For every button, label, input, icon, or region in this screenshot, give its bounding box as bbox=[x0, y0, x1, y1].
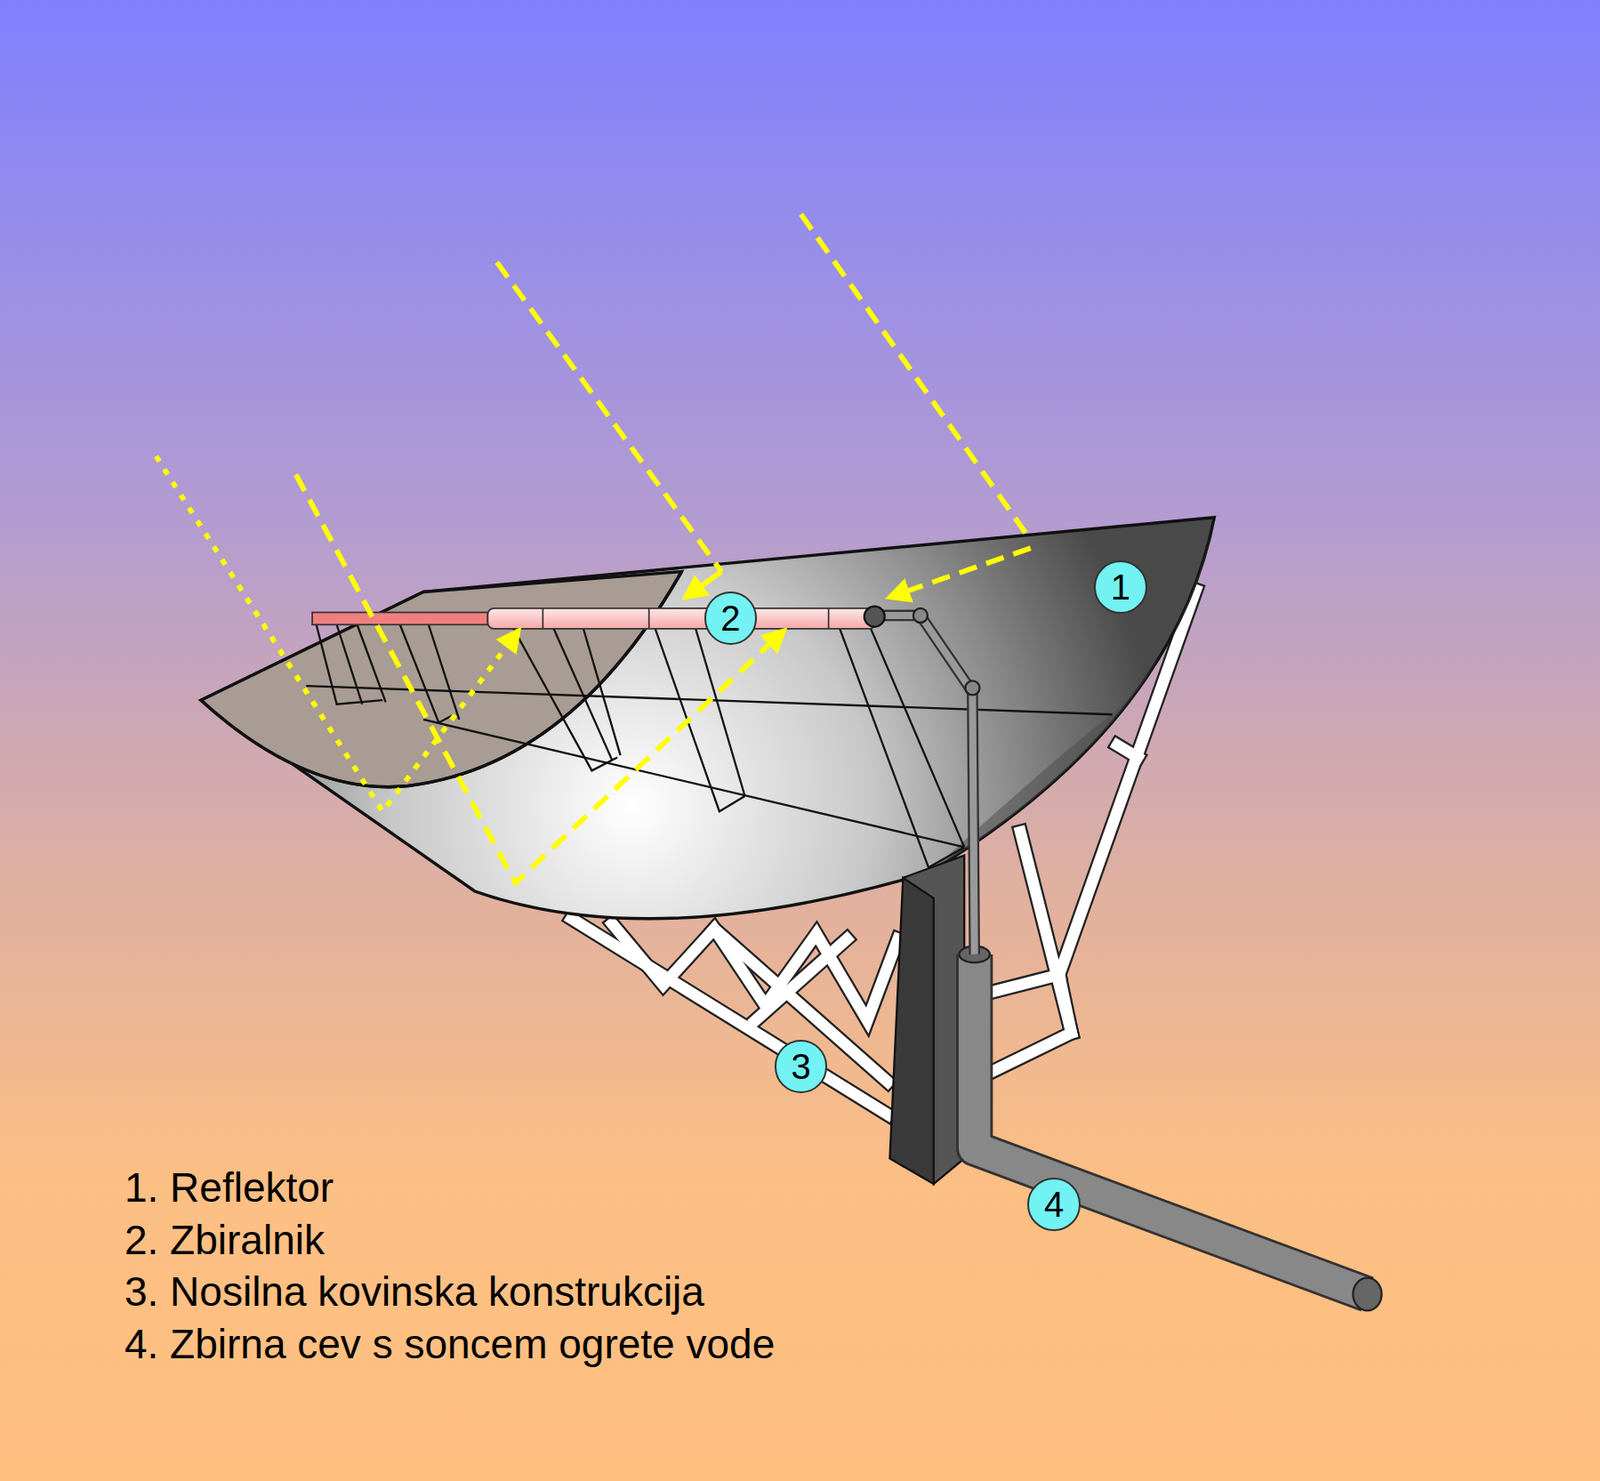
callout-number: 2 bbox=[704, 591, 758, 645]
callout-number: 4 bbox=[1027, 1177, 1081, 1231]
legend-line: 3. Nosilna kovinska konstrukcija bbox=[124, 1269, 705, 1315]
callout-number: 3 bbox=[774, 1039, 829, 1094]
callout-text: 3 bbox=[791, 1048, 812, 1085]
callout-text: 4 bbox=[1044, 1186, 1064, 1223]
legend-line: 4. Zbirna cev s soncem ogrete vode bbox=[124, 1321, 775, 1367]
legend-line: 2. Zbiralnik bbox=[124, 1217, 325, 1263]
callout-number: 1 bbox=[1093, 560, 1148, 614]
callout-text: 2 bbox=[720, 600, 740, 636]
legend-line: 1. Reflektor bbox=[124, 1165, 334, 1211]
callout-text: 1 bbox=[1110, 569, 1131, 605]
